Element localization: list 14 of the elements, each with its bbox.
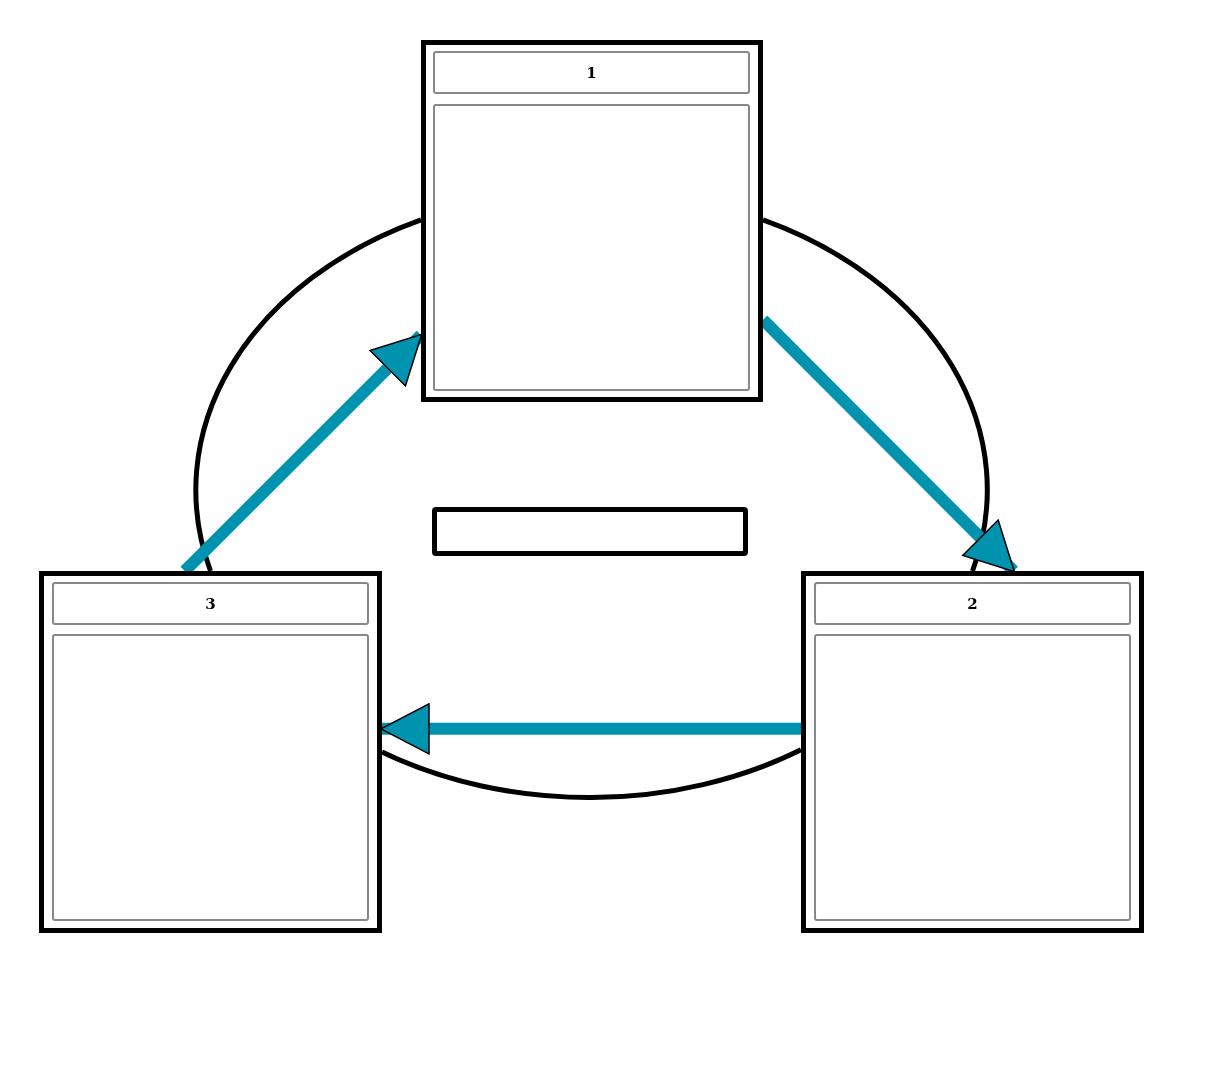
panel-heading: 1: [433, 51, 750, 94]
panel-heading: 3: [52, 582, 369, 625]
panel-body-box: [814, 634, 1131, 921]
panel-body-box: [433, 104, 750, 391]
connector-arc: [762, 217, 990, 572]
panel-frame: [39, 571, 382, 933]
panel-frame: [421, 40, 763, 402]
arrow: [380, 703, 801, 755]
panel-frame: [801, 571, 1144, 933]
panel-body-box: [52, 634, 369, 921]
blank-box: [432, 507, 748, 556]
panel-heading: 2: [814, 582, 1131, 625]
connector-arc: [193, 217, 422, 572]
connector-arc: [381, 747, 802, 800]
